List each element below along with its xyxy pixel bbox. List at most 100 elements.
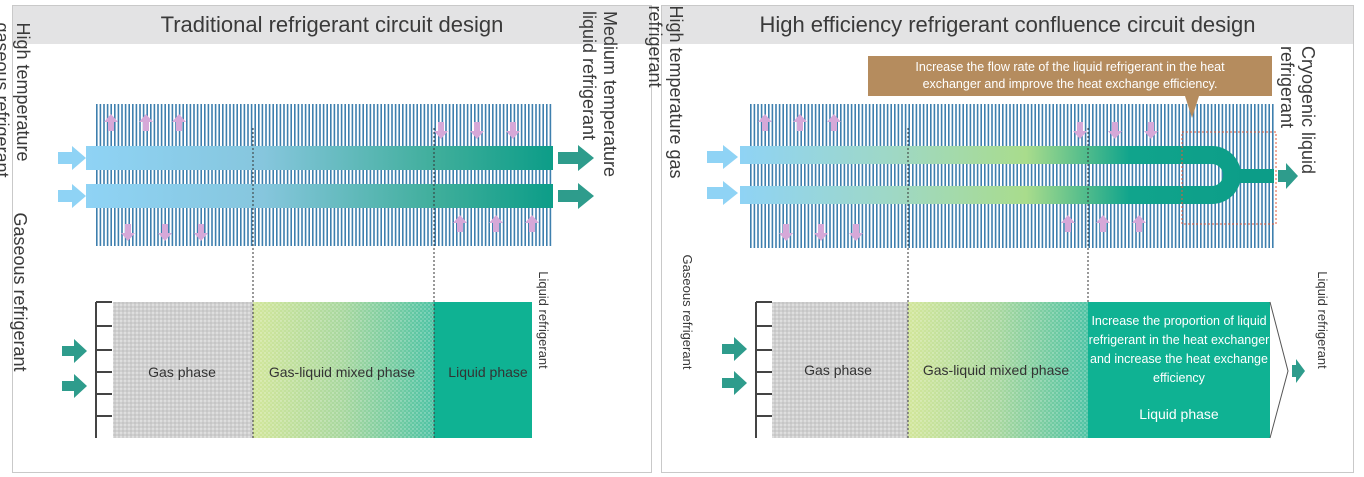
right-tube-confluence [740,146,1241,204]
fin-stripe [1066,104,1069,248]
left-gas-phase-zone [113,302,253,438]
fin-stripe [1106,104,1108,248]
fin-stripe [1131,104,1134,248]
fin-stripe [818,104,820,248]
left-bottom-inlet-arrow-1 [62,339,87,363]
fin-stripe [420,104,422,246]
fin-stripe [991,104,993,248]
fin-stripe [1174,104,1177,248]
fin-stripe [189,104,192,246]
fin-stripe [825,104,828,248]
fin-stripe [1034,104,1036,248]
airflow-down-arrow [1073,122,1087,139]
fin-stripe [915,104,918,248]
fin-stripe [157,104,159,246]
fin-stripe [1156,104,1159,248]
left-bottom-inlet-arrow-2 [62,374,87,398]
fin-stripe [466,104,469,246]
right-outlet-label: Cryogenic liquid refrigerant [1277,45,1318,175]
fin-stripe [840,104,842,248]
airflow-up-arrow [1096,215,1110,232]
fin-stripe [549,104,552,246]
fin-stripe [358,104,361,246]
fin-stripe [204,104,206,246]
fin-stripe [106,104,109,246]
fin-stripe [182,104,184,246]
fin-stripe [948,104,950,248]
fin-stripe [283,104,285,246]
fin-stripe [778,104,781,248]
fin-stripe [542,104,544,246]
fin-stripe [894,104,896,248]
right-heat-exchanger-fins [750,104,1274,248]
fin-stripe [832,104,835,248]
airflow-up-arrow [172,114,186,131]
fin-stripe [398,104,400,246]
fin-stripe [1092,104,1094,248]
airflow-up-arrow [104,114,118,131]
fin-stripe [394,104,397,246]
fin-stripe [937,104,939,248]
fin-stripe [218,104,220,246]
fin-stripe [994,104,997,248]
fin-stripe [1056,104,1058,248]
fin-stripe [528,104,530,246]
fin-stripe [387,104,390,246]
right-outlet-arrow [1278,163,1298,189]
fin-stripe [513,104,516,246]
fin-stripe [427,104,429,246]
fin-stripe [764,104,766,248]
fin-stripe [351,104,354,246]
fin-stripe [1016,104,1018,248]
fin-stripe [1221,104,1224,248]
fin-stripe [362,104,364,246]
fin-stripe [405,104,408,246]
airflow-down-arrow [779,224,793,241]
left-tube-lower [86,184,553,208]
fin-stripe [186,104,188,246]
left-gas-phase-label: Gas phase [148,364,216,380]
airflow-down-arrow [194,224,208,241]
confluence-highlight [1181,131,1277,225]
fin-stripe [912,104,914,248]
left-inlet-arrow-lower [58,184,86,208]
fin-stripe [150,104,152,246]
fin-stripe [96,104,98,246]
fin-stripe [340,104,343,246]
fin-stripe [1128,104,1130,248]
fin-stripe [1210,104,1213,248]
fin-stripe [380,104,382,246]
fin-stripe [973,104,975,248]
fin-stripe [1124,104,1126,248]
left-outlet-arrow-upper [558,145,594,171]
fin-stripe [1084,104,1087,248]
fin-stripe [951,104,954,248]
left-airflow-arrows [104,114,539,241]
mixed-texture [908,302,1088,438]
fin-stripe [294,104,296,246]
fin-stripe [1153,104,1155,248]
fin-stripe [782,104,784,248]
right-inlet-arrow-upper [707,145,738,169]
fin-stripe [969,104,972,248]
fin-stripe [261,104,264,246]
fin-stripe [114,104,116,246]
airflow-up-arrow [1132,215,1146,232]
fin-stripe [276,104,278,246]
left-inlet-label: High temperature gaseous refrigerant [0,22,33,178]
fin-stripe [771,104,774,248]
airflow-down-arrow [814,224,828,241]
fin-stripe [750,104,752,248]
fin-stripe [448,104,451,246]
fin-stripe [196,104,199,246]
callout-pointer [1185,96,1199,118]
fin-stripe [344,104,346,246]
fin-stripe [391,104,393,246]
fin-stripe [814,104,817,248]
fin-stripe [272,104,274,246]
callout-line-2: exchanger and improve the heat exchange … [922,77,1218,91]
fin-stripe [474,104,476,246]
fin-stripe [796,104,799,248]
fin-stripe [1023,104,1026,248]
airflow-down-arrow [849,224,863,241]
